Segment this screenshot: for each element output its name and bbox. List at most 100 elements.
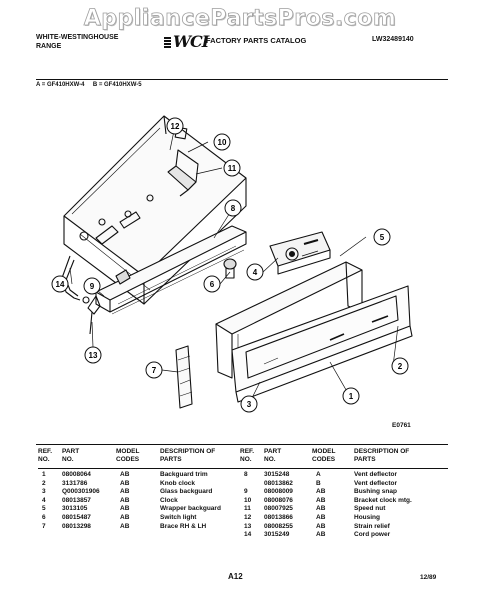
description-cell: Cord power <box>354 531 391 539</box>
svg-text:11: 11 <box>228 164 237 173</box>
part-no-cell: 08013857 <box>62 496 91 504</box>
wrapper-backguard <box>95 225 247 315</box>
header-rule <box>36 79 448 80</box>
callout-3: 3 <box>240 395 258 413</box>
svg-text:4: 4 <box>253 268 258 277</box>
svg-text:6: 6 <box>210 280 215 289</box>
description-cell: Backguard trim <box>160 471 208 478</box>
ref-no-cell: 8 <box>244 471 248 478</box>
description-cell: Strain relief <box>354 522 390 530</box>
callout-4: 4 <box>246 263 264 281</box>
part-no-cell: 3013105 <box>62 505 88 513</box>
callout-10: 10 <box>213 133 231 151</box>
part-no-cell: 3015248 <box>264 471 290 478</box>
model-code-cell: A <box>316 471 321 478</box>
model-code-cell: AB <box>120 505 130 513</box>
description-cell: Housing <box>354 514 380 521</box>
model-list: A = GF410HXW-4 B = GF410HXW-5 <box>36 82 142 88</box>
ref-no-cell: 14 <box>244 531 252 539</box>
part-no-cell: Q000301906 <box>62 488 100 496</box>
part-no-cell: 08008255 <box>264 522 293 530</box>
svg-text:13: 13 <box>89 351 98 360</box>
model-code-cell: AB <box>316 514 326 521</box>
description-cell: Brace RH & LH <box>160 522 207 530</box>
svg-text:9: 9 <box>90 282 95 291</box>
model-code-cell: AB <box>316 531 326 539</box>
svg-text:3: 3 <box>247 400 252 409</box>
power-cord-parts <box>61 255 101 335</box>
logo-bars-icon <box>164 36 171 49</box>
model-code-cell: B <box>316 479 321 487</box>
ref-no-cell: 4 <box>42 496 46 504</box>
description-cell: Speed nut <box>354 505 386 513</box>
header-model-codes: MODEL CODES <box>312 448 336 464</box>
header-model-codes: MODEL CODES <box>116 448 140 464</box>
parts-table-right: REF. NO. PART NO. MODEL CODES DESCRIPTIO… <box>240 448 450 548</box>
description-cell: Wrapper backguard <box>160 505 221 513</box>
part-no-cell: 08013866 <box>264 514 293 521</box>
svg-text:2: 2 <box>398 362 403 371</box>
part-no-cell: 08008009 <box>264 488 293 496</box>
part-no-cell: 08013862 <box>264 479 293 487</box>
callout-11: 11 <box>223 159 241 177</box>
model-code-cell: AB <box>120 488 130 496</box>
brand-name: WHITE-WESTINGHOUSE <box>36 34 119 41</box>
ref-no-cell: 10 <box>244 496 252 504</box>
svg-text:14: 14 <box>56 280 65 289</box>
part-no-cell: 3015249 <box>264 531 290 539</box>
svg-text:5: 5 <box>380 233 385 242</box>
wci-logo: WCI <box>164 32 209 51</box>
watermark-text: AppliancePartsPros.com <box>83 6 397 32</box>
ref-no-cell: 13 <box>244 522 252 530</box>
callout-6: 6 <box>203 275 221 293</box>
part-no-cell: 08013298 <box>62 522 91 530</box>
description-cell: Bracket clock mtg. <box>354 496 412 504</box>
revision-date: 12/89 <box>420 574 437 581</box>
ref-no-cell: 3 <box>42 488 46 496</box>
callout-1: 1 <box>342 387 360 405</box>
svg-text:12: 12 <box>171 122 180 131</box>
logo-text: WCI <box>173 32 209 51</box>
header-part-no: PART NO. <box>62 448 80 464</box>
description-cell: Knob clock <box>160 479 196 487</box>
clock-bracket-parts <box>167 149 199 197</box>
ref-no-cell: 2 <box>42 479 46 487</box>
callout-7: 7 <box>145 361 163 379</box>
callout-14: 14 <box>51 275 69 293</box>
description-cell: Glass backguard <box>160 488 213 496</box>
model-code-cell: AB <box>120 496 130 504</box>
ref-no-cell: 11 <box>244 505 251 513</box>
model-code-cell: AB <box>316 488 326 496</box>
header-part-no: PART NO. <box>264 448 282 464</box>
callout-9: 9 <box>83 277 101 295</box>
catalog-title: FACTORY PARTS CATALOG <box>206 36 307 45</box>
header-description: DESCRIPTION OF PARTS <box>160 448 216 464</box>
header-ref-no: REF. NO. <box>240 448 255 464</box>
ref-no-cell: 12 <box>244 514 252 521</box>
svg-text:1: 1 <box>349 392 354 401</box>
header-ref-no: REF. NO. <box>38 448 53 464</box>
header-underline <box>38 468 448 469</box>
model-code-cell: AB <box>316 505 326 513</box>
description-cell: Bushing snap <box>354 488 397 496</box>
description-cell: Clock <box>160 496 178 504</box>
appliance-type: RANGE <box>36 43 62 50</box>
callout-labels: 12 10 11 8 5 4 6 9 14 13 7 3 2 1 <box>51 117 409 413</box>
ref-no-cell: 9 <box>244 488 248 496</box>
description-cell: Vent deflector <box>354 471 397 478</box>
part-no-cell: 3131786 <box>62 479 88 487</box>
part-no-cell: 08007925 <box>264 505 293 513</box>
diagram-id: E0761 <box>392 422 411 429</box>
model-code-cell: AB <box>120 514 130 521</box>
page-number: A12 <box>228 572 243 581</box>
callout-2: 2 <box>391 357 409 375</box>
switch-light <box>223 258 237 279</box>
model-code-cell: AB <box>316 522 326 530</box>
header-description: DESCRIPTION OF PARTS <box>354 448 410 464</box>
model-code-cell: AB <box>316 496 326 504</box>
part-no-cell: 08015487 <box>62 514 91 521</box>
model-code-cell: AB <box>120 522 130 530</box>
callout-13: 13 <box>84 346 102 364</box>
brace-rh-lh <box>175 345 193 409</box>
